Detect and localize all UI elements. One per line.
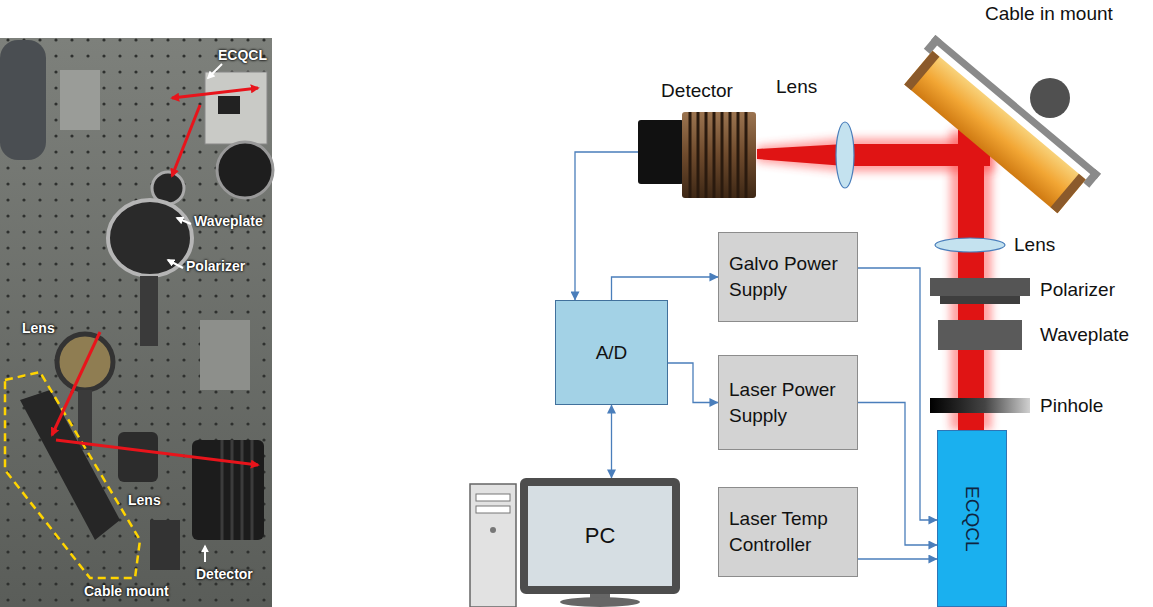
polarizer-symbol (930, 278, 1030, 296)
part-label: Waveplate (1040, 324, 1129, 347)
photo-mount (60, 70, 100, 130)
photo-post (78, 390, 92, 450)
signal-connector (858, 403, 937, 546)
lens-symbol (935, 238, 1005, 252)
photo-post (140, 276, 158, 346)
leader-arrow (168, 64, 222, 562)
signal-connector (858, 558, 937, 559)
part-label: Pinhole (1040, 395, 1103, 418)
node-text: Laser Temp Controller (729, 506, 847, 557)
monitor-stand (560, 592, 640, 607)
signal-connector (611, 405, 612, 478)
photo-label: Cable mount (84, 583, 169, 600)
node-text: A/D (596, 340, 628, 366)
computer-monitor: PC (520, 478, 680, 594)
mount-knob (1030, 78, 1070, 118)
table-holes (0, 38, 272, 607)
photo-laser (205, 72, 267, 144)
detector-node: Detector (638, 78, 756, 200)
photo-detector-fins (222, 440, 252, 540)
waveplate-symbol (938, 320, 1022, 350)
photo-lens-mount (118, 432, 158, 482)
polarizer-symbol (940, 296, 1020, 304)
node-text: Detector (661, 78, 733, 104)
controller-box: Laser Temp Controller (718, 487, 858, 577)
photo-label: Lens (128, 492, 161, 509)
laser-box: ECQCL (937, 430, 1007, 607)
signal-connector (858, 268, 937, 520)
part-label: Lens (776, 76, 817, 99)
part-label: Polarizer (1040, 279, 1115, 302)
photo-cable-mount (20, 390, 120, 540)
signal-connector (575, 152, 638, 300)
node-text: Laser Power Supply (729, 377, 847, 428)
photo-disc (217, 142, 273, 198)
node-text: Galvo Power Supply (729, 251, 847, 302)
signal-connector (668, 363, 718, 403)
node-text: ECQCL (959, 486, 985, 551)
converter-box: A/D (555, 300, 668, 405)
photo-label: Lens (22, 320, 55, 337)
photo-label: ECQCL (218, 47, 267, 64)
power-supply-box: Laser Power Supply (718, 355, 858, 450)
highlight-bracket (5, 372, 140, 578)
photo-label: Detector (196, 566, 253, 583)
photo-label: Polarizer (186, 258, 245, 275)
pc-tower (470, 484, 516, 607)
node-text: PC (585, 521, 616, 551)
optical-table (0, 38, 272, 607)
part-label: Cable in mount (985, 3, 1113, 26)
lens-symbol (836, 122, 854, 188)
photo-post (150, 520, 180, 570)
photo-laser-part (218, 96, 240, 114)
photo-stage (200, 320, 250, 390)
beam-path-arrow (52, 88, 258, 465)
detector-symbol (638, 112, 756, 198)
photo-detector (192, 440, 264, 540)
part-label: Lens (1014, 234, 1055, 257)
power-supply-box: Galvo Power Supply (718, 232, 858, 322)
pinhole-symbol (930, 398, 1030, 413)
cable-in-mount (898, 35, 1101, 218)
photo-cylinder (0, 40, 46, 160)
signal-connector (612, 277, 719, 300)
photo-polarizer (108, 200, 192, 276)
photo-label: Waveplate (194, 213, 263, 230)
